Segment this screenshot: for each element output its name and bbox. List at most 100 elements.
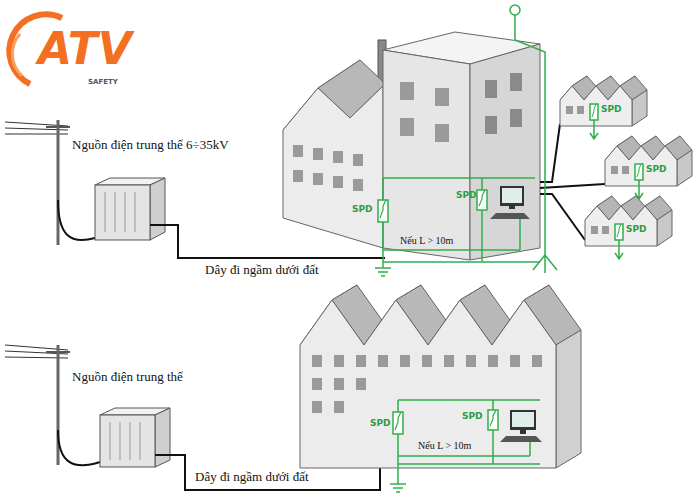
computer-icon (500, 410, 542, 442)
computer-icon (520, 430, 526, 434)
computer-icon (500, 436, 542, 442)
transformer-box (135, 192, 136, 232)
factory-building (353, 154, 363, 166)
computer-icon (490, 186, 530, 219)
transformer-box (100, 415, 155, 467)
small-building (617, 224, 621, 237)
service-cable (58, 430, 100, 465)
factory-building (383, 50, 470, 260)
factory-building (334, 355, 344, 367)
computer-icon (509, 206, 515, 209)
spd-symbol (490, 410, 496, 426)
factory-building (556, 330, 581, 468)
factory-building (485, 80, 497, 98)
earthing-wire (398, 399, 540, 401)
transformer-box (150, 178, 165, 240)
distance-note: Nếu L > 10m (400, 235, 453, 247)
small-building (632, 90, 647, 126)
factory-building (400, 355, 410, 367)
computer-icon (512, 412, 534, 427)
factory-building (283, 32, 540, 260)
factory-building (400, 118, 414, 136)
earthing-wire (383, 177, 535, 179)
small-building (560, 86, 632, 126)
factory-building (510, 73, 522, 91)
service-cable (58, 430, 100, 465)
cable-label: Dây đi ngầm dưới đất (195, 470, 309, 485)
transformer-box (110, 422, 111, 460)
spd-symbol (378, 190, 487, 222)
factory-building (510, 355, 520, 367)
factory-building (300, 300, 556, 468)
earthing-wire (398, 455, 530, 457)
small-building (585, 206, 657, 246)
factory-building (334, 401, 344, 413)
small-building (590, 104, 598, 120)
source-label: Nguồn điện trung thế 6÷35kV (72, 138, 229, 153)
small-building (611, 166, 618, 174)
cable-label: Dây đi ngầm dưới đất (205, 263, 319, 278)
transformer-box (125, 192, 126, 232)
spd-label: SPD (462, 411, 483, 421)
power-pole (5, 120, 70, 245)
factory-building (356, 378, 366, 390)
factory-building (435, 88, 449, 106)
factory-building (470, 44, 540, 260)
transformer-box (140, 422, 141, 460)
spd-label: SPD (370, 418, 391, 428)
small-building (590, 120, 598, 139)
factory-building (334, 378, 344, 390)
feeder-cables (540, 194, 585, 240)
computer-icon (490, 213, 530, 219)
factory-building (435, 124, 449, 142)
small-building (615, 224, 623, 240)
small-building (560, 76, 647, 139)
spd-symbol (488, 410, 498, 430)
computer-icon (502, 188, 522, 203)
factory-building (422, 355, 432, 367)
transformer-box (155, 408, 170, 467)
earthing-wire (375, 268, 391, 276)
small-building (615, 240, 623, 259)
factory-building (485, 116, 497, 134)
transformer-box (95, 185, 150, 240)
factory-building (444, 355, 454, 367)
lightning-rod (533, 255, 557, 273)
earthing-wire (383, 249, 520, 251)
factory-building (312, 378, 322, 390)
factory-building (313, 148, 323, 160)
small-building (637, 164, 641, 177)
spd-label: SPD (456, 190, 477, 200)
spd-symbol (393, 410, 498, 434)
feeder-cables (540, 124, 560, 182)
lightning-rod (510, 5, 520, 15)
small-building (585, 196, 672, 259)
service-cable (58, 200, 95, 240)
small-building (566, 106, 573, 114)
earthing-wire (398, 463, 540, 465)
factory-building (313, 173, 323, 185)
transformer-box (115, 192, 116, 232)
factory-building (333, 151, 343, 163)
distance-note: Nếu L > 10m (418, 440, 471, 452)
small-building (635, 164, 643, 180)
logo-subtext: SAFETY (88, 78, 118, 86)
transformer-box (130, 422, 131, 460)
spd-symbol (393, 412, 403, 434)
small-building (605, 136, 692, 199)
small-building (677, 150, 692, 186)
computer-icon (500, 186, 524, 206)
factory-building (293, 170, 303, 182)
factory-building (300, 285, 581, 468)
transformer-box (105, 192, 106, 232)
transformer-box (100, 408, 170, 467)
logo-text: ATV (38, 24, 132, 75)
small-building (592, 104, 596, 117)
earthing-wire (375, 178, 540, 276)
spd-symbol (378, 200, 388, 222)
earthing-wire (529, 442, 531, 456)
source-label: Nguồn điện trung thế (72, 370, 183, 385)
small-building (622, 166, 629, 174)
earthing-wire (390, 400, 540, 492)
factory-building (488, 355, 498, 367)
